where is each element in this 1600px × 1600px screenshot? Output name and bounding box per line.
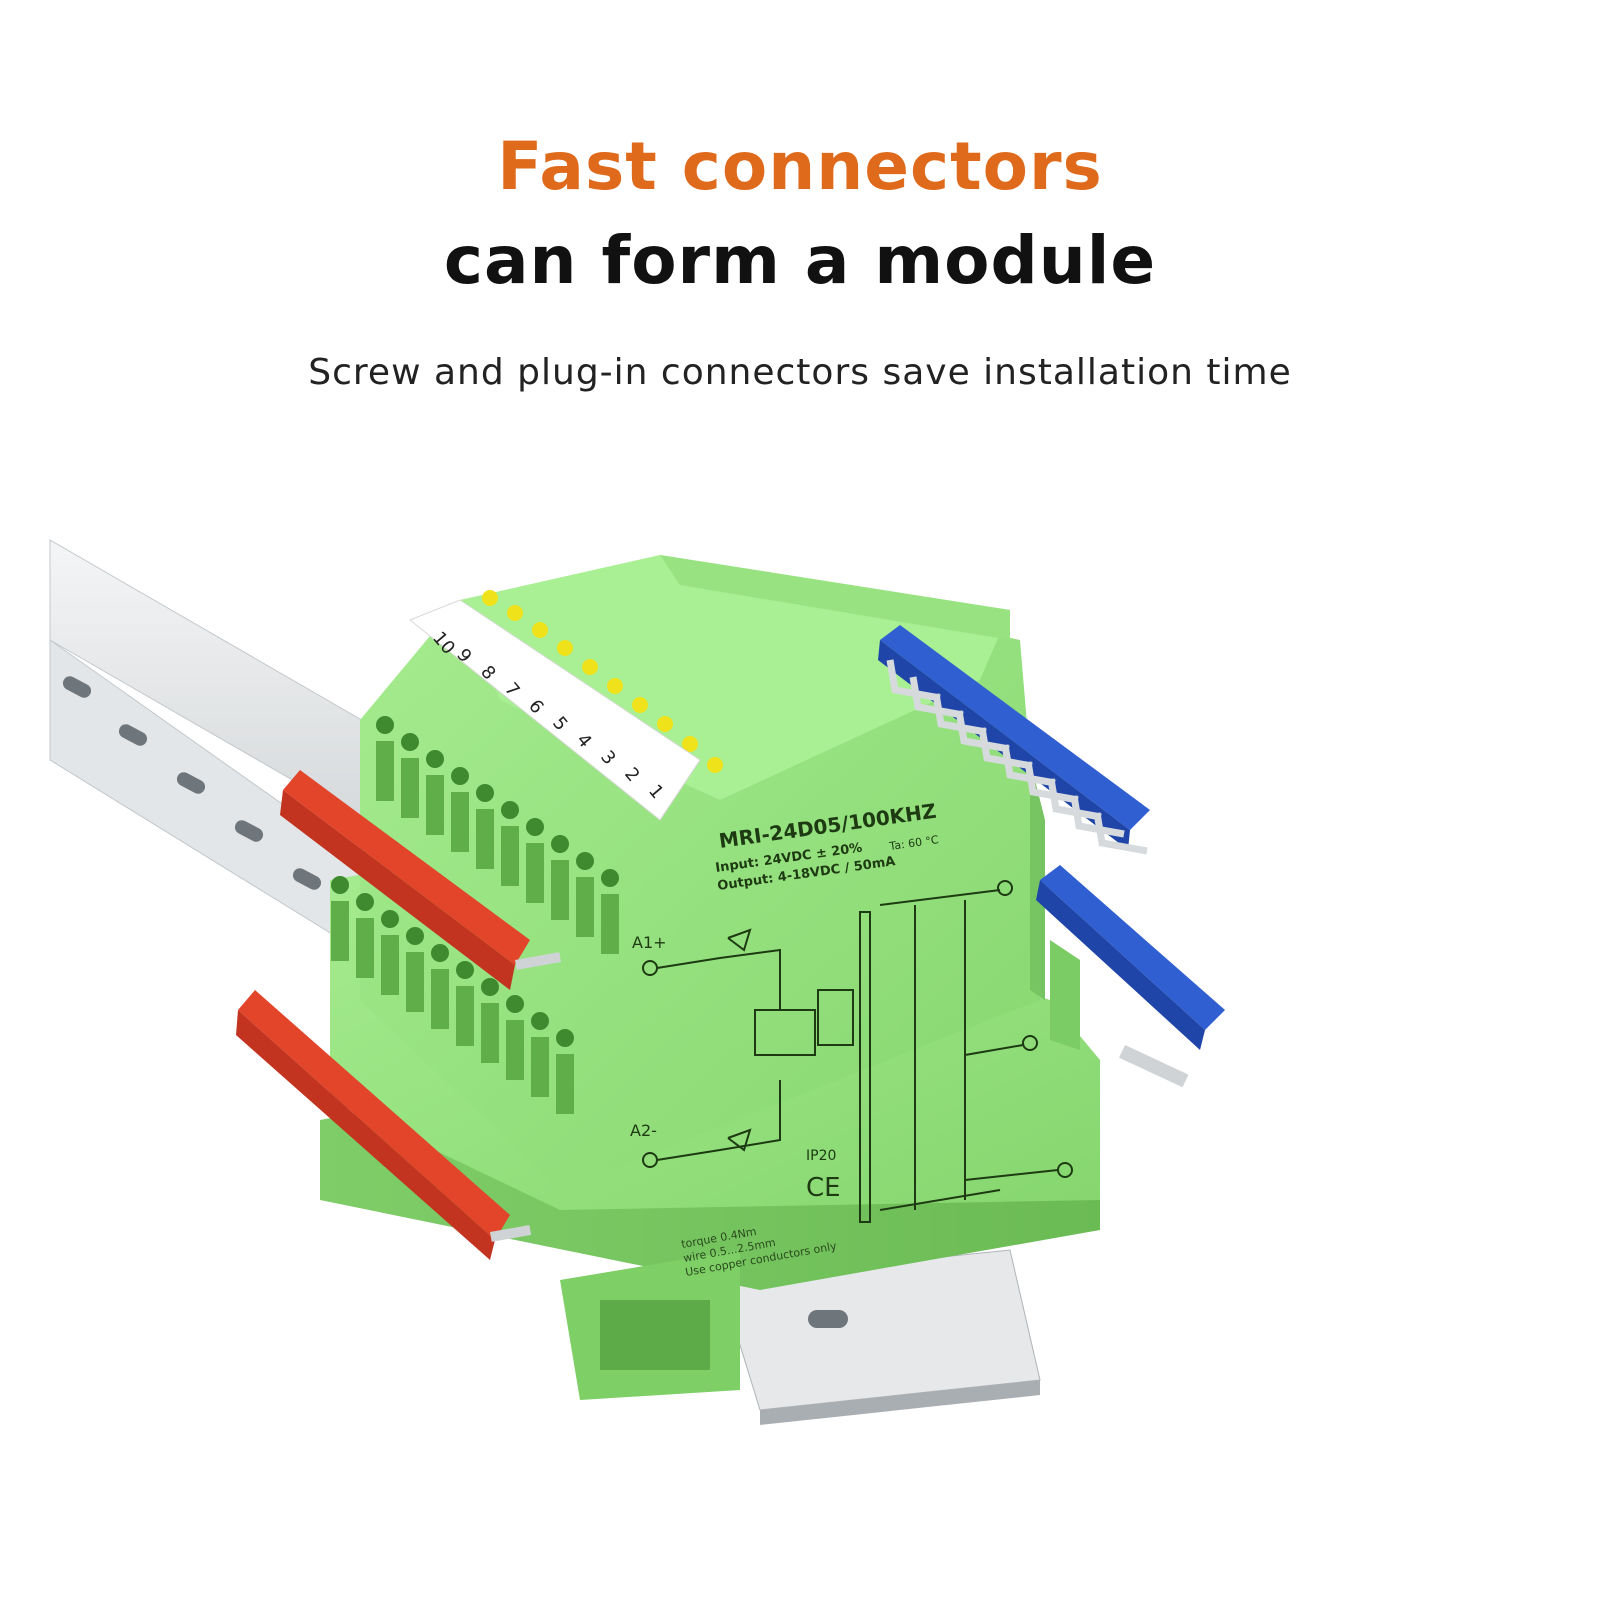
terminal-slot — [331, 901, 349, 961]
screw-terminal-hole — [576, 852, 594, 870]
status-leds — [482, 590, 723, 773]
terminal-slot — [481, 1003, 499, 1063]
screw-terminal-hole — [426, 750, 444, 768]
screw-terminal-hole — [456, 961, 474, 979]
terminal-slot — [501, 826, 519, 886]
bridge-pin — [955, 710, 1010, 753]
headline-secondary: can form a module — [443, 222, 1157, 299]
screw-terminal-hole — [501, 801, 519, 819]
circuit-schematic — [642, 880, 1073, 1223]
red-bridge-upper — [280, 770, 562, 990]
bridge-pin — [909, 676, 964, 719]
terminal-slot — [576, 877, 594, 937]
headline-primary: Fast connectors — [497, 128, 1103, 205]
ce-mark: CE — [806, 1173, 841, 1203]
screw-terminal-hole — [376, 716, 394, 734]
screw-terminal-hole — [451, 767, 469, 785]
terminal-slot — [531, 1037, 549, 1097]
terminal-slot — [356, 918, 374, 978]
bridge-pin — [978, 727, 1033, 770]
bridge-pin — [1070, 795, 1125, 838]
bridge-pin — [1047, 778, 1102, 821]
terminal-slot — [401, 758, 419, 818]
screw-terminals — [331, 716, 619, 1114]
screw-terminal-hole — [381, 910, 399, 928]
terminal-a1-label: A1+ — [632, 933, 667, 952]
screw-terminal-hole — [401, 733, 419, 751]
terminal-slot — [381, 935, 399, 995]
screw-terminal-hole — [531, 1012, 549, 1030]
terminal-a2-label: A2- — [630, 1121, 657, 1140]
terminal-slot — [451, 792, 469, 852]
bridge-pin — [1093, 812, 1148, 855]
ip-rating: IP20 — [806, 1148, 836, 1164]
bridge-pin — [886, 659, 941, 702]
screw-terminal-hole — [356, 893, 374, 911]
bridge-pin — [1024, 761, 1079, 804]
terminal-slot — [406, 952, 424, 1012]
screw-terminal-hole — [551, 835, 569, 853]
screw-terminal-hole — [556, 1029, 574, 1047]
screw-terminal-hole — [476, 784, 494, 802]
bridge-pin — [1001, 744, 1056, 787]
subtitle: Screw and plug-in connectors save instal… — [308, 352, 1292, 393]
screw-terminal-hole — [406, 927, 424, 945]
screw-terminal-hole — [481, 978, 499, 996]
terminal-slot — [456, 986, 474, 1046]
screw-terminal-hole — [331, 876, 349, 894]
blue-bridge-upper — [878, 625, 1150, 855]
screw-terminal-hole — [601, 869, 619, 887]
blue-bridge-lower — [1036, 865, 1225, 1088]
bridge-pin — [932, 693, 987, 736]
terminal-slot — [506, 1020, 524, 1080]
terminal-slot — [426, 775, 444, 835]
terminal-slot — [431, 969, 449, 1029]
screw-terminal-hole — [431, 944, 449, 962]
terminal-slot — [476, 809, 494, 869]
terminal-slot — [376, 741, 394, 801]
terminal-slot — [556, 1054, 574, 1114]
terminal-slot — [551, 860, 569, 920]
red-bridge-lower — [236, 990, 532, 1260]
terminal-slot — [526, 843, 544, 903]
terminal-slot — [601, 894, 619, 954]
screw-terminal-hole — [526, 818, 544, 836]
screw-terminal-hole — [506, 995, 524, 1013]
